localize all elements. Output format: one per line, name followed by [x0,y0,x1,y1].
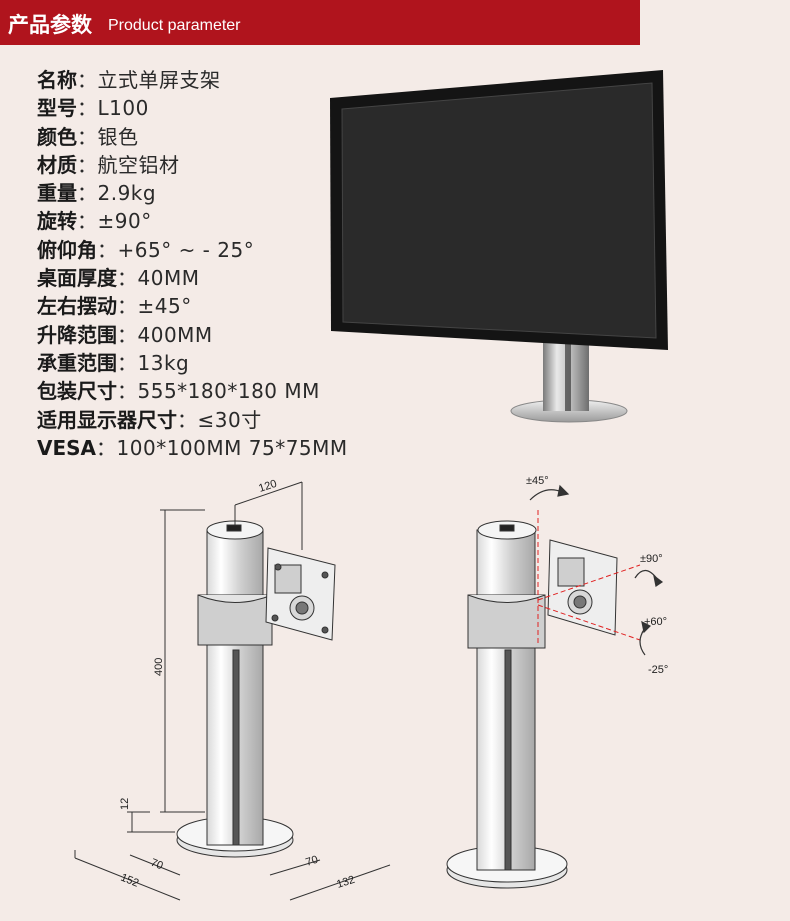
spec-separator: ： [77,181,98,206]
spec-value: 555*180*180 MM [137,379,320,404]
spec-row: 升降范围：400MM [37,321,397,349]
spec-row: 桌面厚度：40MM [37,264,397,292]
swivel-arrow-icon [529,489,563,501]
spec-row: 颜色：银色 [37,123,397,151]
spec-separator: ： [117,294,138,319]
dim-base-left-inner: 70 [149,857,165,873]
spec-label: 名称 [37,68,77,92]
vesa-plate [547,539,618,636]
spec-separator: ： [117,350,138,375]
angle-rotate: ±90° [640,553,663,565]
spec-value: ±90° [97,209,152,234]
spec-label: 适用显示器尺寸 [37,407,177,432]
spec-value: 航空铝材 [97,152,180,177]
spec-row: 承重范围：13kg [37,349,397,377]
spec-list: 名称：立式单屏支架 型号：L100 颜色：银色 材质：航空铝材 重量：2.9kg… [37,66,397,462]
spec-row: 旋转：±90° [37,207,397,235]
angle-tilt-up: +60° [644,616,667,628]
spec-row: 型号：L100 [37,94,397,122]
spec-separator: ： [96,435,117,460]
spec-value: 100*100MM 75*75MM [116,435,348,460]
spec-separator: ： [77,209,98,234]
spec-value: 40MM [137,266,200,291]
spec-value: 银色 [97,124,139,149]
spec-label: 重量 [37,181,77,206]
spec-value: +65° ~ - 25° [117,237,255,262]
header-banner: 产品参数 Product parameter [0,0,640,45]
spec-value: 立式单屏支架 [97,68,221,92]
dim-base-left-outer: 152 [119,872,141,890]
monitor-photo [330,70,668,423]
angle-tilt-down: -25° [648,664,668,676]
header-title-cn: 产品参数 [8,13,92,37]
spec-label: 承重范围 [37,350,117,375]
spec-row: 重量：2.9kg [37,179,397,207]
spec-label: 型号 [37,96,77,121]
dim-base-right-outer: 132 [335,874,356,891]
monitor-screen [342,83,656,338]
spec-separator: ： [117,322,138,347]
angle-drawing: ±45° ±90° +60° -25° [446,475,668,889]
spec-row: 左右摆动：±45° [37,292,397,320]
spec-separator: ： [77,68,98,92]
spec-separator: ： [177,407,198,432]
spec-label: 桌面厚度 [37,266,117,291]
spec-row: VESA：100*100MM 75*75MM [37,434,397,462]
spec-separator: ： [117,266,138,291]
dim-base-right-inner: 70 [304,854,319,869]
spec-value: 13kg [137,350,190,375]
spec-label: 材质 [37,152,77,177]
spec-label: 俯仰角 [37,237,97,262]
header-title-en: Product parameter [108,17,241,34]
spec-separator: ： [77,96,98,121]
spec-label: 包装尺寸 [37,379,117,404]
spec-row: 俯仰角：+65° ~ - 25° [37,236,397,264]
spec-value: 400MM [137,322,213,347]
dim-base-thickness: 12 [119,798,131,810]
spec-row: 名称：立式单屏支架 [37,66,397,94]
spec-separator: ： [97,237,118,262]
spec-label: 左右摆动 [37,294,117,319]
spec-label: 旋转 [37,209,77,234]
spec-row: 适用显示器尺寸：≤30寸 [37,406,397,434]
vesa-plate [265,547,336,641]
spec-value: ±45° [137,294,192,319]
dim-height: 400 [153,658,165,676]
spec-separator: ： [117,379,138,404]
spec-value: L100 [97,96,149,121]
spec-label: 升降范围 [37,322,117,347]
dim-width-top: 120 [257,478,278,495]
spec-label: VESA [37,435,97,460]
spec-value: ≤30寸 [197,407,262,432]
spec-row: 材质：航空铝材 [37,151,397,179]
spec-value: 2.9kg [97,181,157,206]
spec-separator: ： [77,152,98,177]
dimension-drawing: 120 400 12 70 152 70 132 [74,478,391,901]
spec-separator: ： [77,124,98,149]
spec-label: 颜色 [37,124,77,149]
angle-swivel: ±45° [526,475,549,487]
spec-row: 包装尺寸：555*180*180 MM [37,377,397,405]
